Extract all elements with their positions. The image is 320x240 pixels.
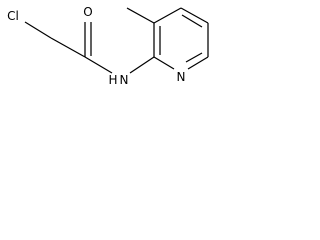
carbonyl-oxygen-atom-label: O [83,5,92,19]
ring-bond-c4-c5-inner [181,14,203,28]
bond-carbonyl-nh [84,56,113,74]
ring-bond-c6-n1-inner [185,52,203,63]
ring-bond-c3-c4 [153,7,182,24]
amide-hydrogen-atom-label: H [108,73,117,87]
ring-bond-c4-c5 [180,7,209,24]
ring-bond-n1-c2 [153,56,175,70]
bond-methyl [126,7,155,24]
pyridine-nitrogen-atom-label: N [177,70,186,84]
chemical-structure-diagram: Cl O H N N [7,5,209,87]
bond-cl-ch2 [24,21,52,39]
bond-nh-pyridine [129,56,155,74]
bond-ch2-carbonyl [50,37,86,58]
ring-bond-c6-n1 [187,56,209,70]
chlorine-atom-label: Cl [7,9,19,23]
amide-nitrogen-atom-label: N [120,73,129,87]
